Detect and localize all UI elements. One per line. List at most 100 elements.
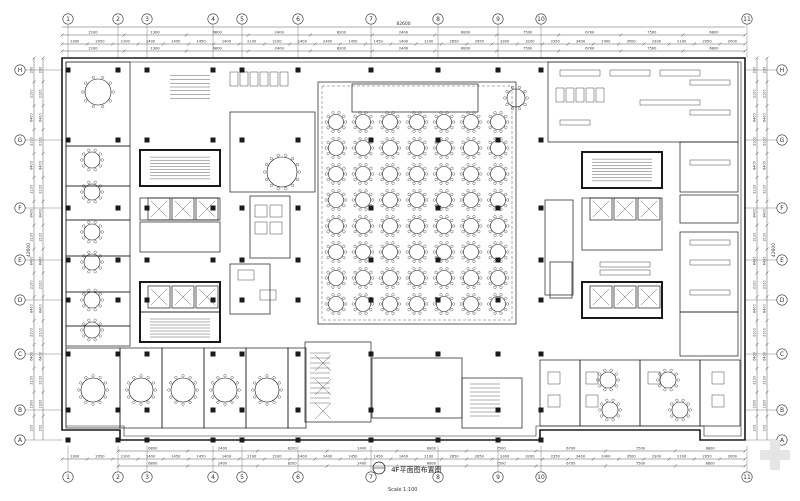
banquet-table — [436, 270, 452, 286]
left-inner-dim-label: 8400 — [39, 161, 43, 170]
square-table — [547, 371, 561, 385]
chair — [93, 240, 97, 244]
top-inner-dim-tick — [237, 42, 241, 46]
top-inner-dim-label: 3500 — [627, 40, 637, 44]
chair — [499, 215, 503, 219]
chair — [82, 254, 86, 258]
right-inner-dim-tick — [765, 80, 769, 84]
core-wall — [581, 151, 663, 189]
chair — [87, 270, 91, 274]
right-dim-tick — [755, 151, 759, 156]
bottom-inner-dim-tick — [237, 457, 241, 461]
chair — [506, 172, 510, 176]
chair — [337, 293, 341, 297]
chair — [525, 96, 529, 100]
chair — [445, 293, 449, 297]
chair — [380, 140, 384, 144]
structural-column — [368, 257, 374, 263]
chair — [603, 368, 607, 372]
top-inner-dim-tick — [363, 42, 368, 46]
grid-bubble — [14, 434, 26, 446]
chair — [344, 276, 348, 280]
chair — [412, 181, 416, 185]
left-dim-label: 8400 — [30, 304, 34, 313]
chair — [337, 163, 341, 167]
chair — [82, 292, 86, 296]
chair — [87, 288, 91, 292]
structural-column — [65, 407, 71, 413]
chair — [450, 126, 454, 130]
structural-column — [65, 437, 71, 443]
chair — [477, 256, 481, 260]
chair — [93, 288, 97, 292]
room-wall — [195, 285, 219, 309]
bottom-inner-dim-label: 2100 — [247, 455, 257, 459]
chair — [407, 296, 411, 300]
left-dim-tick — [32, 271, 36, 275]
lift-cabin-mark — [174, 200, 192, 218]
top-outer-dim-tick — [370, 33, 375, 37]
bottom-third-dim-tick — [673, 464, 678, 468]
right-inner-dim-label: 8400 — [763, 161, 767, 170]
chair — [291, 183, 295, 187]
right-inner-dim-tick — [765, 390, 769, 394]
room-wall — [544, 199, 574, 296]
chair — [378, 198, 382, 202]
room-wall — [229, 111, 316, 193]
chair — [369, 178, 373, 182]
bottom-inner-dim-label: 3500 — [627, 455, 637, 459]
drawing-title-block: 4F平面图布置图 Scale 1:100 — [372, 457, 472, 495]
structural-column — [435, 137, 441, 143]
bottom-inner-dim-label: 1450 — [348, 455, 358, 459]
chair — [358, 233, 362, 237]
chair — [380, 308, 384, 312]
left-inner-dim-label: 2100 — [39, 376, 43, 385]
chair — [688, 408, 692, 412]
chair — [412, 215, 416, 219]
left-dim-label: 2100 — [30, 89, 34, 98]
left-inner-dim-tick — [41, 295, 45, 299]
left-inner-dim-tick — [41, 414, 45, 418]
kitchen-counter — [599, 269, 651, 276]
top-outer-dim-label: 2400 — [275, 31, 285, 35]
chair — [450, 296, 454, 300]
chair — [337, 311, 341, 315]
chair — [398, 172, 402, 176]
top-third-dim-label: 2100 — [88, 47, 98, 51]
bottom-inner-dim-label: 1400 — [146, 455, 156, 459]
top-inner-dim-label: 3300 — [500, 40, 510, 44]
chair — [364, 163, 368, 167]
chair — [193, 381, 197, 385]
chair — [418, 111, 422, 115]
chair — [486, 172, 490, 176]
left-inner-dim-tick — [41, 223, 45, 227]
structural-column — [295, 205, 301, 211]
chair — [466, 163, 470, 167]
chair — [459, 172, 463, 176]
chair — [396, 192, 400, 196]
banquet-table — [328, 218, 344, 234]
right-inner-dim-label: 2100 — [763, 280, 767, 289]
chair — [331, 285, 335, 289]
chair — [81, 90, 85, 94]
chair — [385, 163, 389, 167]
top-third-dim-label: 1300 — [151, 47, 161, 51]
chair — [412, 207, 416, 211]
chair — [493, 207, 497, 211]
chair — [396, 218, 400, 222]
chair — [609, 388, 613, 392]
chair — [439, 285, 443, 289]
structural-column — [210, 137, 216, 143]
chair — [353, 126, 357, 130]
chair — [407, 218, 411, 222]
chair — [353, 296, 357, 300]
bottom-inner-dim-label: 2100 — [121, 455, 131, 459]
chair — [418, 233, 422, 237]
private-dining-table — [83, 223, 101, 241]
chair — [342, 308, 346, 312]
chair — [477, 204, 481, 208]
left-dim-tick — [32, 295, 36, 299]
chair — [369, 152, 373, 156]
left-dim-label: 2100 — [30, 185, 34, 194]
chair — [459, 120, 463, 124]
